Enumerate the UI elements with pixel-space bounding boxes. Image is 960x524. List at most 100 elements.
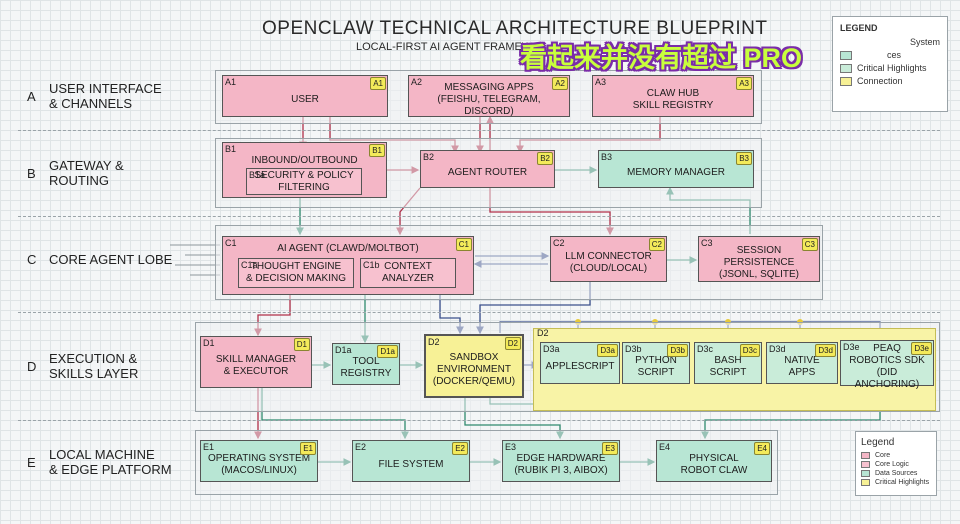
- python-script-node[interactable]: D3b D3b PYTHON SCRIPT: [622, 342, 690, 384]
- node-id: A2: [411, 77, 423, 87]
- node-label: NATIVE APPS: [784, 355, 820, 378]
- row-title-line: EXECUTION &: [49, 351, 138, 366]
- layer-divider: [18, 130, 940, 131]
- node-id: A3: [595, 77, 607, 87]
- node-id: C1b: [363, 260, 380, 270]
- node-label: CONTEXT ANALYZER: [381, 261, 435, 284]
- node-label: MEMORY MANAGER: [627, 167, 725, 178]
- row-letter: C: [27, 252, 37, 267]
- legend-item-label: Critical Highlights: [857, 63, 927, 73]
- node-id: B1: [225, 144, 237, 154]
- node-badge: D3e: [911, 342, 932, 355]
- node-badge: C3: [801, 238, 818, 251]
- node-id: B2: [423, 152, 435, 162]
- legend-item-label: Core: [875, 452, 891, 459]
- security-filter-node[interactable]: B1a SECURITY & POLICY FILTERING: [246, 168, 362, 195]
- node-badge: E3: [602, 442, 618, 455]
- node-id: C2: [553, 238, 565, 248]
- row-title-line: LOCAL MACHINE: [49, 447, 155, 462]
- node-label: SESSION PERSISTENCE (JSONL, SQLITE): [718, 245, 799, 280]
- legend-top: LEGEND System ces Critical Highlights Co…: [832, 16, 948, 112]
- legend-item-label: System: [909, 37, 940, 47]
- node-id: D1a: [335, 345, 352, 355]
- skill-manager-node[interactable]: D1 D1 SKILL MANAGER & EXECUTOR: [200, 336, 312, 388]
- node-id: A1: [225, 77, 237, 87]
- page-subtitle: LOCAL-FIRST AI AGENT FRAMEW: [356, 41, 533, 53]
- node-label: SKILL MANAGER & EXECUTOR: [215, 354, 297, 377]
- legend-item-label: Data Sources: [875, 470, 918, 477]
- legend-swatch: [840, 50, 852, 60]
- operating-system-node[interactable]: E1 E1 OPERATING SYSTEM (MACOS/LINUX): [200, 440, 318, 482]
- node-badge: D1: [293, 338, 310, 351]
- legend-item-label: Core Logic: [875, 461, 909, 468]
- node-id: D3d: [769, 344, 786, 354]
- row-title-line: SKILLS LAYER: [49, 366, 139, 381]
- node-label: SECURITY & POLICY FILTERING: [254, 169, 354, 193]
- node-id: D2: [537, 328, 549, 338]
- legend-item-label: Critical Highlights: [875, 479, 930, 486]
- row-letter: B: [27, 166, 36, 181]
- applescript-node[interactable]: D3a D3a APPLESCRIPT: [540, 342, 620, 384]
- legend-item: Critical Highlights: [861, 479, 931, 486]
- node-badge: D3c: [739, 344, 760, 357]
- node-badge: B1: [369, 144, 385, 157]
- node-badge: D1a: [377, 345, 398, 358]
- legend-swatch: [861, 479, 870, 486]
- node-label: BASH SCRIPT: [709, 355, 747, 378]
- node-id: D3e: [843, 342, 860, 352]
- legend-item: Core: [861, 452, 931, 459]
- bash-script-node[interactable]: D3c D3c BASH SCRIPT: [694, 342, 762, 384]
- legend-title: Legend: [861, 437, 895, 448]
- native-apps-node[interactable]: D3d D3d NATIVE APPS: [766, 342, 838, 384]
- legend-bottom: Legend Core Core Logic Data Sources Crit…: [855, 431, 937, 496]
- claw-hub-node[interactable]: A3 A3 CLAW HUB SKILL REGISTRY: [592, 75, 754, 117]
- node-label: OPERATING SYSTEM (MACOS/LINUX): [207, 453, 311, 476]
- overlay-caption: 看起来并没有超过 PRO: [520, 43, 803, 73]
- row-title: EXECUTION & SKILLS LAYER: [49, 351, 138, 381]
- page-title: OPENCLAW TECHNICAL ARCHITECTURE BLUEPRIN…: [262, 18, 768, 39]
- node-badge: D3b: [667, 344, 688, 357]
- context-analyzer-node[interactable]: C1b CONTEXT ANALYZER: [360, 258, 456, 288]
- legend-item-label: Connection: [857, 76, 903, 86]
- node-label: FILE SYSTEM: [378, 459, 444, 470]
- peaq-sdk-node[interactable]: D3e D3e PEAQ ROBOTICS SDK (DID ANCHORING…: [840, 340, 934, 390]
- row-title-line: & EDGE PLATFORM: [49, 462, 172, 477]
- memory-manager-node[interactable]: B3 B3 MEMORY MANAGER: [598, 150, 754, 188]
- legend-item: System: [840, 37, 940, 47]
- layer-divider: [18, 216, 940, 217]
- node-label: CLAW HUB SKILL REGISTRY: [632, 88, 714, 111]
- node-label: APPLESCRIPT: [545, 361, 615, 372]
- sandbox-node[interactable]: D2 D2 SANDBOX ENVIRONMENT (DOCKER/QEMU): [424, 334, 524, 398]
- user-node[interactable]: A1 A1 USER: [222, 75, 388, 117]
- legend-item-label: ces: [887, 50, 902, 60]
- row-letter: A: [27, 89, 36, 104]
- node-badge: C1: [455, 238, 472, 251]
- node-id: D3b: [625, 344, 642, 354]
- node-label: PHYSICAL ROBOT CLAW: [680, 453, 748, 476]
- llm-connector-node[interactable]: C2 C2 LLM CONNECTOR (CLOUD/LOCAL): [550, 236, 667, 282]
- messaging-apps-node[interactable]: A2 A2 MESSAGING APPS (FEISHU, TELEGRAM, …: [408, 75, 570, 117]
- robot-claw-node[interactable]: E4 E4 PHYSICAL ROBOT CLAW: [656, 440, 772, 482]
- agent-router-node[interactable]: B2 B2 AGENT ROUTER: [420, 150, 555, 188]
- node-id: D2: [428, 337, 440, 347]
- thought-engine-node[interactable]: C1a THOUGHT ENGINE & DECISION MAKING: [238, 258, 354, 288]
- node-id: C1a: [241, 260, 258, 270]
- row-title: USER INTERFACE & CHANNELS: [49, 81, 162, 111]
- node-label: SANDBOX ENVIRONMENT (DOCKER/QEMU): [432, 352, 516, 387]
- node-id: D3a: [543, 344, 560, 354]
- edge-hardware-node[interactable]: E3 E3 EDGE HARDWARE (RUBIK PI 3, AIBOX): [502, 440, 620, 482]
- row-title: CORE AGENT LOBE: [49, 252, 172, 267]
- node-badge: A3: [736, 77, 752, 90]
- node-label: AGENT ROUTER: [447, 167, 528, 178]
- legend-item: Connection: [840, 76, 940, 86]
- file-system-node[interactable]: E2 E2 FILE SYSTEM: [352, 440, 470, 482]
- row-title-line: GATEWAY &: [49, 158, 124, 173]
- node-label: PEAQ ROBOTICS SDK (DID ANCHORING): [849, 343, 925, 390]
- legend-swatch: [861, 452, 870, 459]
- layer-divider: [18, 312, 940, 313]
- node-id: E2: [355, 442, 367, 452]
- row-title: LOCAL MACHINE & EDGE PLATFORM: [49, 447, 172, 477]
- node-id: D3c: [697, 344, 714, 354]
- session-persistence-node[interactable]: C3 C3 SESSION PERSISTENCE (JSONL, SQLITE…: [698, 236, 820, 282]
- tool-registry-node[interactable]: D1a D1a TOOL REGISTRY: [332, 343, 400, 385]
